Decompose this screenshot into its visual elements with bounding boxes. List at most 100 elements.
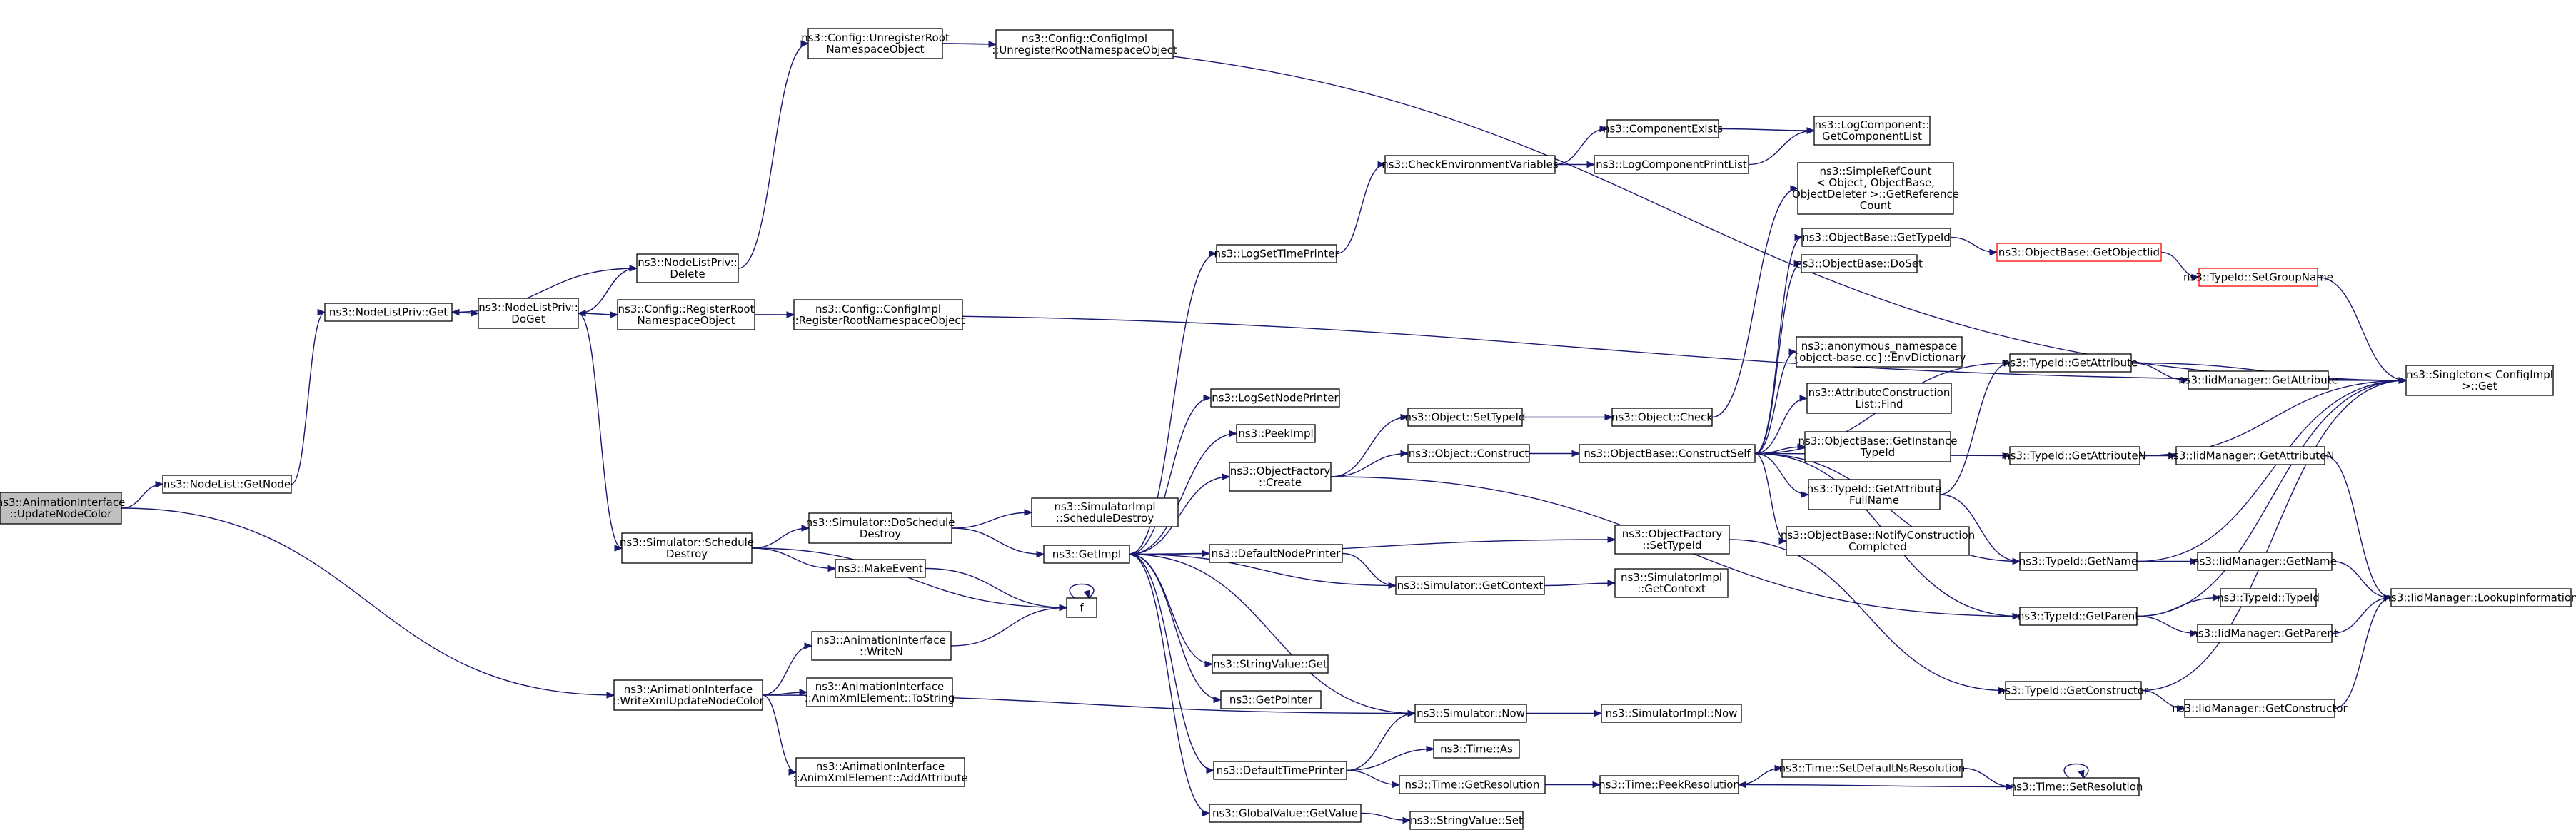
function-node-n32[interactable]: ns3::SimpleRefCount< Object, ObjectBase,… bbox=[1792, 162, 1959, 215]
function-node-n30[interactable]: ns3::Object::Check bbox=[1611, 408, 1713, 427]
arrowhead-n61-to-n62 bbox=[1594, 709, 1603, 717]
function-node-n34[interactable]: ns3::ObjectBase::GetObjectIid bbox=[1996, 243, 2162, 262]
function-node-n31[interactable]: ns3::ObjectBase::ConstructSelf bbox=[1579, 444, 1756, 463]
function-node-n5[interactable]: ns3::NodeListPriv::Delete bbox=[636, 253, 739, 283]
call-edge-n31-to-n36 bbox=[1754, 263, 1802, 455]
function-node-n6[interactable]: ns3::Config::UnregisterRootNamespaceObje… bbox=[801, 28, 950, 59]
function-node-n22[interactable]: ns3::ComponentExists bbox=[1603, 119, 1723, 138]
function-node-n12[interactable]: ns3::SimulatorImpl::ScheduleDestroy bbox=[1031, 497, 1179, 527]
function-node-n63[interactable]: ns3::DefaultTimePrinter bbox=[1213, 761, 1347, 780]
function-node-n51[interactable]: ns3::TypeId::GetConstructor bbox=[1998, 681, 2149, 700]
arrowhead-n40-to-n46 bbox=[2012, 557, 2021, 565]
function-node-n56[interactable]: ns3::ObjectFactory::SetTypeId bbox=[1614, 525, 1730, 555]
arrowhead-n51-to-n52 bbox=[2177, 704, 2186, 712]
arrowhead-n14-to-n14 bbox=[1083, 589, 1090, 599]
function-node-n7[interactable]: ns3::Config::ConfigImpl::UnregisterRootN… bbox=[992, 29, 1177, 59]
function-node-n54[interactable]: ns3::IidManager::LookupInformation bbox=[2384, 588, 2576, 607]
node-label-line: ns3::NodeListPriv:: bbox=[478, 301, 578, 314]
function-node-n41[interactable]: ns3::ObjectBase::NotifyConstructionCompl… bbox=[1781, 526, 1975, 556]
function-node-n58[interactable]: ns3::SimulatorImpl::GetContext bbox=[1614, 568, 1729, 598]
function-node-n23[interactable]: ns3::LogComponentPrintList bbox=[1594, 155, 1749, 174]
function-node-n68[interactable]: ns3::Time::SetResolution bbox=[2010, 777, 2143, 796]
function-node-n27[interactable]: ns3::ObjectFactory::Create bbox=[1229, 462, 1332, 492]
arrowhead-n27-to-n28 bbox=[1400, 413, 1409, 421]
function-node-n46[interactable]: ns3::TypeId::GetName bbox=[2019, 552, 2138, 571]
function-node-n52[interactable]: ns3::IidManager::GetConstructor bbox=[2172, 699, 2348, 718]
function-node-n42[interactable]: ns3::TypeId::GetAttribute bbox=[2003, 353, 2138, 373]
function-node-n55[interactable]: ns3::DefaultNodePrinter bbox=[1209, 544, 1343, 563]
function-node-n8[interactable]: ns3::Config::RegisterRootNamespaceObject bbox=[617, 299, 755, 330]
node-label-line: ns3::IidManager::GetAttribute bbox=[2178, 374, 2338, 387]
function-node-n62[interactable]: ns3::SimulatorImpl::Now bbox=[1601, 704, 1742, 723]
function-node-n18[interactable]: ns3::AnimationInterface::AnimXmlElement:… bbox=[805, 677, 955, 707]
function-node-n47[interactable]: ns3::IidManager::GetName bbox=[2193, 552, 2337, 571]
function-node-n65[interactable]: ns3::Time::GetResolution bbox=[1399, 775, 1546, 794]
arrowhead-n1-to-n16 bbox=[606, 692, 615, 699]
node-box bbox=[1594, 155, 1749, 174]
function-node-n21[interactable]: ns3::CheckEnvironmentVariables bbox=[1382, 155, 1559, 174]
function-node-n16[interactable]: ns3::AnimationInterface::WriteXmlUpdateN… bbox=[613, 679, 765, 711]
function-node-n9[interactable]: ns3::Config::ConfigImpl::RegisterRootNam… bbox=[792, 299, 965, 330]
function-node-n1[interactable]: ns3::AnimationInterface::UpdateNodeColor bbox=[0, 492, 125, 525]
function-node-n37[interactable]: ns3::anonymous_namespace{object-base.cc}… bbox=[1793, 336, 1966, 368]
function-node-n60[interactable]: ns3::GetPointer bbox=[1220, 690, 1322, 709]
node-label-line: ::GetContext bbox=[1637, 582, 1706, 595]
call-edge-n17-to-n14 bbox=[950, 607, 1067, 647]
node-box bbox=[808, 512, 952, 544]
function-node-n57[interactable]: ns3::Simulator::GetContext bbox=[1395, 576, 1545, 595]
function-node-n44[interactable]: ns3::TypeId::GetAttributeN bbox=[2003, 446, 2146, 465]
function-node-n66[interactable]: ns3::Time::PeekResolution bbox=[1599, 775, 1740, 794]
function-node-n53[interactable]: ns3::Singleton< ConfigImpl >::Get bbox=[2405, 365, 2554, 396]
node-box bbox=[1801, 254, 1918, 273]
function-node-n43[interactable]: ns3::IidManager::GetAttribute bbox=[2178, 370, 2338, 390]
call-edge-n1-to-n16 bbox=[121, 507, 615, 696]
arrowhead-n1-to-n2 bbox=[155, 480, 164, 488]
function-node-n19[interactable]: ns3::AnimationInterface::AnimXmlElement:… bbox=[793, 757, 968, 787]
node-box bbox=[2198, 268, 2318, 287]
node-label-line: ns3::StringValue::Set bbox=[1410, 814, 1523, 827]
node-box bbox=[2019, 552, 2138, 571]
function-node-n64[interactable]: ns3::Time::As bbox=[1433, 739, 1520, 759]
arrowhead-n4-to-n8 bbox=[610, 311, 619, 318]
function-node-n13[interactable]: ns3::MakeEvent bbox=[835, 559, 926, 578]
node-label-line: ns3::DefaultTimePrinter bbox=[1217, 764, 1344, 777]
call-edges bbox=[121, 40, 2408, 824]
function-node-n20[interactable]: ns3::LogSetTimePrinter bbox=[1214, 244, 1339, 263]
function-node-n61[interactable]: ns3::Simulator::Now bbox=[1414, 704, 1527, 723]
function-node-n10[interactable]: ns3::Simulator::ScheduleDestroy bbox=[620, 532, 754, 564]
node-box bbox=[1213, 761, 1347, 780]
function-node-n59[interactable]: ns3::StringValue::Get bbox=[1212, 654, 1329, 674]
node-box bbox=[2019, 607, 2138, 626]
function-node-n50[interactable]: ns3::IidManager::GetParent bbox=[2191, 624, 2338, 643]
function-node-n48[interactable]: ns3::TypeId::GetParent bbox=[2018, 607, 2139, 626]
function-node-n67[interactable]: ns3::Time::SetDefaultNsResolution bbox=[1779, 759, 1966, 778]
function-node-n45[interactable]: ns3::IidManager::GetAttributeN bbox=[2167, 446, 2335, 465]
function-node-n14[interactable]: f bbox=[1066, 597, 1097, 618]
function-node-n70[interactable]: ns3::StringValue::Set bbox=[1409, 811, 1524, 830]
call-edge-n35-to-n53 bbox=[2317, 276, 2407, 381]
function-node-n29[interactable]: ns3::Object::Construct bbox=[1407, 444, 1530, 463]
function-node-n17[interactable]: ns3::AnimationInterface::WriteN bbox=[811, 631, 952, 661]
function-node-n25[interactable]: ns3::LogSetNodePrinter bbox=[1210, 388, 1340, 408]
function-node-n49[interactable]: ns3::TypeId::TypeId bbox=[2217, 588, 2320, 607]
function-node-n4[interactable]: ns3::NodeListPriv::DoGet bbox=[478, 298, 579, 329]
function-node-n36[interactable]: ns3::ObjectBase::DoSet bbox=[1796, 254, 1923, 273]
function-node-n28[interactable]: ns3::Object::SetTypeId bbox=[1405, 408, 1526, 427]
function-node-n24[interactable]: ns3::LogComponent::GetComponentList bbox=[1813, 116, 1931, 146]
node-label-line: ns3::Simulator::Schedule bbox=[620, 536, 754, 549]
function-node-n3[interactable]: ns3::NodeListPriv::Get bbox=[324, 303, 453, 322]
node-label-line: ns3::TypeId::TypeId bbox=[2217, 592, 2320, 604]
function-node-n15[interactable]: ns3::GetImpl bbox=[1043, 545, 1130, 564]
function-node-n35[interactable]: ns3::TypeId::SetGroupName bbox=[2183, 268, 2333, 287]
node-label-line: ns3::ObjectFactory bbox=[1230, 465, 1331, 477]
node-box bbox=[1407, 444, 1530, 463]
function-node-n33[interactable]: ns3::ObjectBase::GetTypeId bbox=[1801, 228, 1951, 247]
function-node-n2[interactable]: ns3::NodeList::GetNode bbox=[162, 475, 292, 494]
node-label-line: ::WriteXmlUpdateNodeColor bbox=[613, 694, 764, 707]
function-node-n26[interactable]: ns3::PeekImpl bbox=[1236, 424, 1316, 443]
function-node-n69[interactable]: ns3::GlobalValue::GetValue bbox=[1209, 804, 1362, 823]
